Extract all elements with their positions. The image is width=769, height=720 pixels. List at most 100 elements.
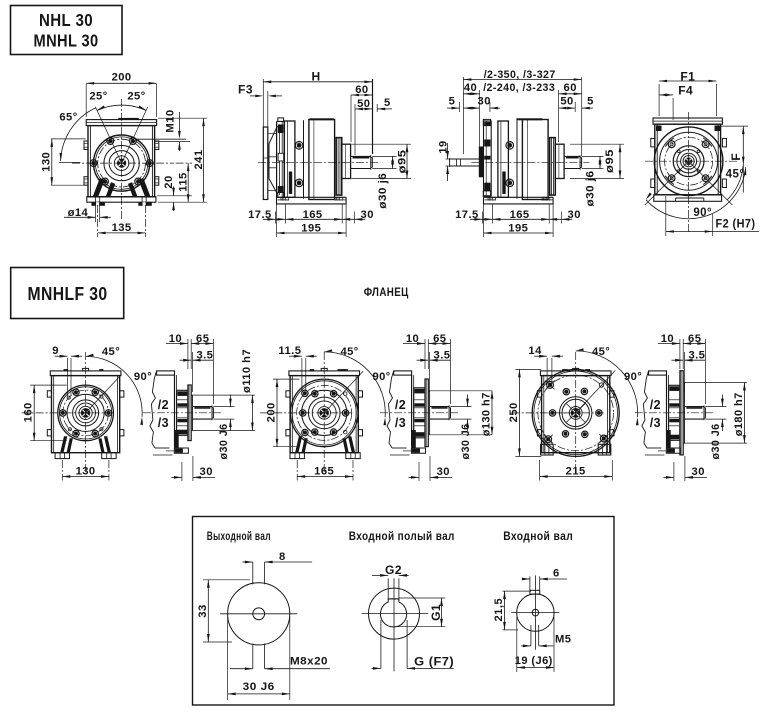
svg-text:ø30 J6: ø30 J6 xyxy=(710,424,722,460)
svg-text:65: 65 xyxy=(433,333,446,345)
svg-text:ø110 h7: ø110 h7 xyxy=(241,349,253,393)
svg-text:45°: 45° xyxy=(726,168,745,180)
svg-text:H: H xyxy=(311,70,320,84)
svg-text:33: 33 xyxy=(197,604,209,617)
svg-text:65: 65 xyxy=(688,333,701,345)
svg-text:215: 215 xyxy=(566,466,586,478)
svg-text:ø30 J6: ø30 J6 xyxy=(460,424,472,460)
svg-text:90°: 90° xyxy=(693,207,712,219)
svg-text:90°: 90° xyxy=(134,371,152,383)
svg-text:45°: 45° xyxy=(340,346,358,358)
svg-text:10: 10 xyxy=(661,333,674,345)
svg-text:65: 65 xyxy=(196,333,209,345)
svg-text:11.5: 11.5 xyxy=(278,345,301,357)
svg-text:Выходной вал: Выходной вал xyxy=(207,531,271,543)
svg-text:F1: F1 xyxy=(680,69,695,83)
svg-text:90°: 90° xyxy=(372,371,390,383)
svg-text:19 (J6): 19 (J6) xyxy=(515,655,553,667)
svg-text:/3: /3 xyxy=(650,416,661,430)
svg-text:/3: /3 xyxy=(158,416,169,430)
svg-text:50: 50 xyxy=(357,98,370,110)
svg-text:F2 (H7): F2 (H7) xyxy=(716,219,756,231)
svg-text:/2-240, /3-233: /2-240, /3-233 xyxy=(483,82,555,94)
svg-text:135: 135 xyxy=(112,222,132,234)
svg-text:250: 250 xyxy=(508,402,520,422)
svg-text:9: 9 xyxy=(52,345,59,357)
svg-text:200: 200 xyxy=(265,402,277,422)
svg-text:ø95: ø95 xyxy=(396,150,408,174)
svg-text:8: 8 xyxy=(279,551,286,563)
svg-text:MNHLF 30: MNHLF 30 xyxy=(28,284,108,304)
svg-text:6: 6 xyxy=(553,567,560,579)
svg-text:ø95: ø95 xyxy=(604,149,616,173)
svg-text:20: 20 xyxy=(163,175,175,188)
svg-text:ø180 h7: ø180 h7 xyxy=(733,392,745,436)
svg-text:10: 10 xyxy=(169,333,182,345)
svg-text:45°: 45° xyxy=(102,346,120,358)
svg-text:30 J6: 30 J6 xyxy=(243,681,275,693)
svg-text:25°: 25° xyxy=(89,91,107,103)
svg-text:ФЛАНЕЦ: ФЛАНЕЦ xyxy=(364,287,409,299)
svg-text:/2: /2 xyxy=(650,398,661,412)
svg-text:G (F7): G (F7) xyxy=(414,655,454,669)
svg-text:17.5: 17.5 xyxy=(248,209,272,221)
svg-text:19: 19 xyxy=(437,140,449,153)
svg-text:/2: /2 xyxy=(158,398,169,412)
svg-text:M8x20: M8x20 xyxy=(290,655,328,667)
svg-text:/2: /2 xyxy=(395,398,406,412)
svg-text:3.5: 3.5 xyxy=(688,349,705,361)
svg-text:115: 115 xyxy=(178,172,190,191)
svg-text:ø30 J6: ø30 J6 xyxy=(218,424,230,460)
svg-text:F: F xyxy=(729,153,743,161)
svg-text:ø30 j6: ø30 j6 xyxy=(377,173,389,209)
svg-text:195: 195 xyxy=(508,222,528,234)
svg-text:165: 165 xyxy=(303,209,323,221)
svg-text:160: 160 xyxy=(23,402,35,422)
svg-text:5: 5 xyxy=(449,96,456,108)
svg-text:21,5: 21,5 xyxy=(493,598,505,622)
svg-text:ø14: ø14 xyxy=(68,207,89,219)
svg-text:G1: G1 xyxy=(429,604,443,621)
svg-text:30: 30 xyxy=(361,209,374,221)
svg-text:60: 60 xyxy=(355,84,368,96)
svg-text:30: 30 xyxy=(200,466,213,478)
svg-text:30: 30 xyxy=(478,96,491,108)
svg-text:200: 200 xyxy=(112,72,132,84)
svg-text:30: 30 xyxy=(692,466,705,478)
svg-text:60: 60 xyxy=(564,82,577,94)
svg-text:F3: F3 xyxy=(238,83,253,97)
svg-text:NHL 30: NHL 30 xyxy=(39,10,93,30)
svg-text:30: 30 xyxy=(568,209,581,221)
svg-text:/2-350, /3-327: /2-350, /3-327 xyxy=(484,69,556,81)
svg-text:10: 10 xyxy=(406,333,419,345)
svg-text:130: 130 xyxy=(76,466,96,478)
svg-text:G2: G2 xyxy=(385,563,402,577)
svg-text:130: 130 xyxy=(40,152,52,172)
svg-text:14: 14 xyxy=(528,345,542,357)
svg-text:50: 50 xyxy=(560,96,573,108)
svg-text:40: 40 xyxy=(464,82,477,94)
svg-text:/3: /3 xyxy=(395,416,406,430)
svg-text:65°: 65° xyxy=(59,112,77,124)
svg-text:F4: F4 xyxy=(678,84,693,98)
svg-text:M10: M10 xyxy=(165,109,177,132)
svg-text:165: 165 xyxy=(314,466,334,478)
svg-text:MNHL 30: MNHL 30 xyxy=(34,31,99,51)
svg-text:241: 241 xyxy=(193,149,205,169)
svg-text:3.5: 3.5 xyxy=(434,349,451,361)
svg-text:M5: M5 xyxy=(555,634,571,646)
svg-text:5: 5 xyxy=(384,97,391,109)
svg-text:ø30 j6: ø30 j6 xyxy=(584,171,596,207)
svg-text:5: 5 xyxy=(587,96,594,108)
svg-text:90°: 90° xyxy=(624,371,642,383)
svg-text:Входной полый вал: Входной полый вал xyxy=(349,531,455,543)
svg-text:3.5: 3.5 xyxy=(196,349,213,361)
svg-text:30: 30 xyxy=(437,466,450,478)
svg-text:45°: 45° xyxy=(592,346,610,358)
svg-text:17.5: 17.5 xyxy=(455,209,479,221)
svg-text:195: 195 xyxy=(301,222,321,234)
svg-text:25°: 25° xyxy=(127,91,145,103)
svg-text:ø130 h7: ø130 h7 xyxy=(480,392,492,436)
svg-text:Входной вал: Входной вал xyxy=(503,531,573,543)
svg-text:165: 165 xyxy=(510,209,530,221)
